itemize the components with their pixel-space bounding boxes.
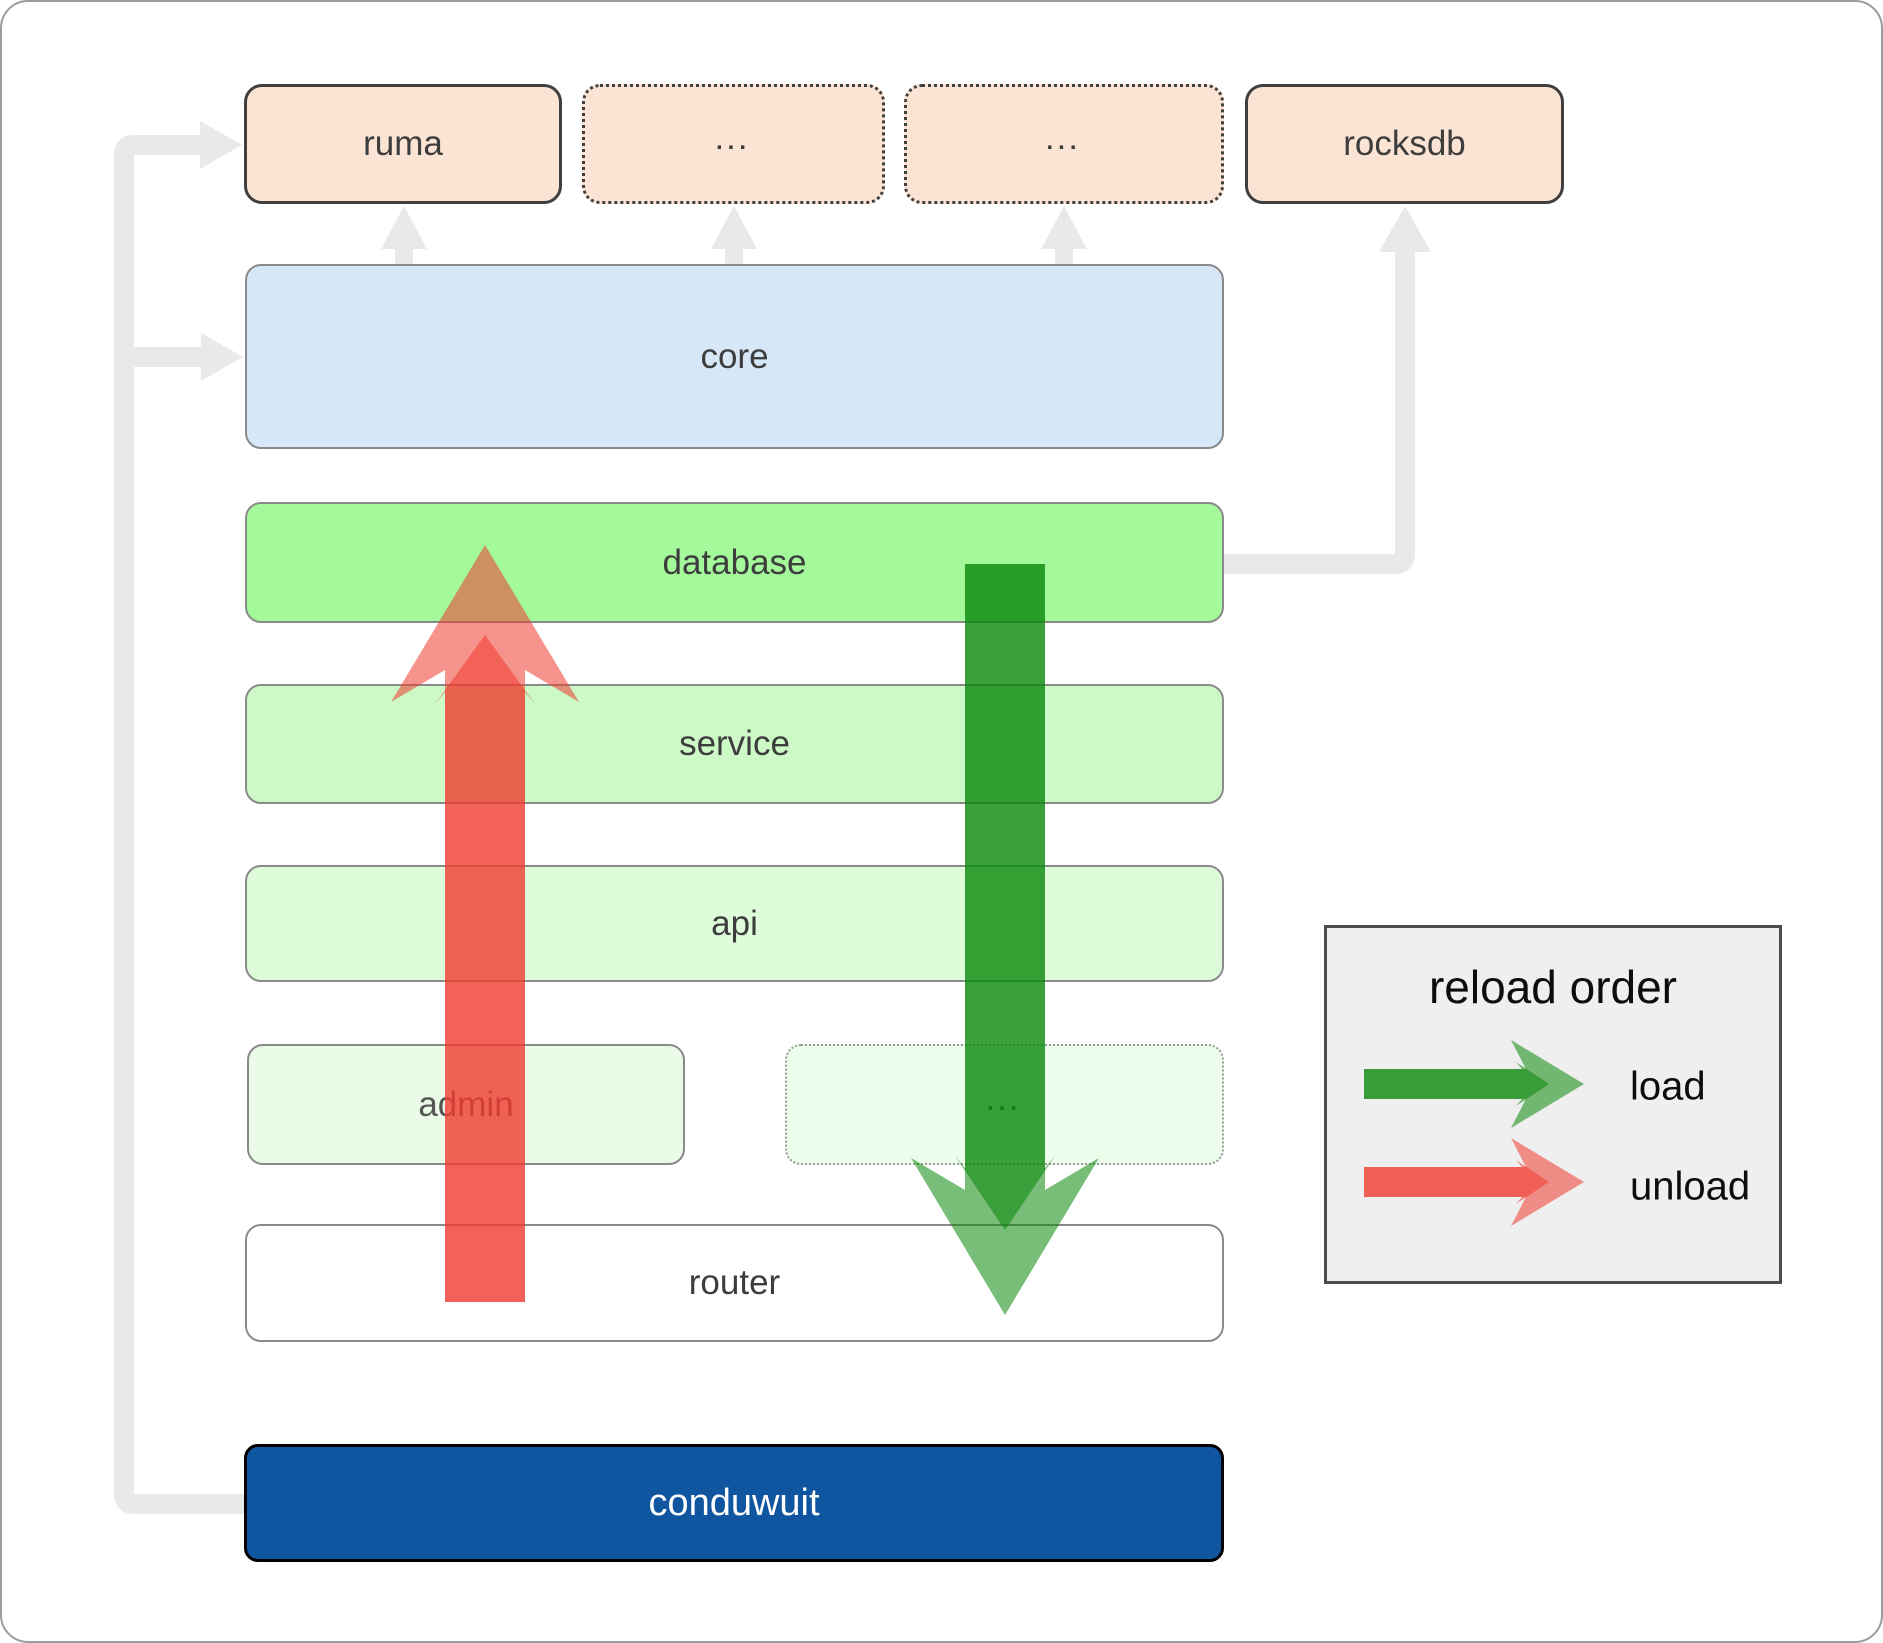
box-api: api — [245, 865, 1224, 982]
legend-load-label: load — [1630, 1064, 1706, 1109]
ellipsis-label: ... — [715, 128, 751, 155]
up-arrowhead-icon — [711, 206, 757, 249]
up-arrowhead-icon — [381, 206, 427, 249]
box-service: service — [245, 684, 1224, 804]
ellipsis-label: ... — [1046, 128, 1082, 155]
box-database: database — [245, 502, 1224, 623]
core-to-more1-arrow — [711, 206, 757, 265]
box-ruma-label: ruma — [363, 124, 443, 163]
box-rocksdb-label: rocksdb — [1343, 124, 1466, 163]
core-to-more2-arrow — [1041, 206, 1087, 265]
box-conduwuit: conduwuit — [244, 1444, 1224, 1562]
core-to-ruma-arrow — [381, 206, 427, 265]
database-to-rocksdb-line — [1224, 248, 1415, 574]
conduwuit-feedback-line — [114, 135, 244, 1514]
legend-title: reload order — [1428, 961, 1678, 1013]
box-more-crate-1: ... — [582, 84, 885, 204]
box-more-service: ... — [785, 1044, 1224, 1165]
arrowhead-into-ruma-icon — [200, 121, 242, 169]
ellipsis-label: ... — [986, 1088, 1022, 1116]
legend-reload-order: reload order load unload — [1324, 925, 1782, 1284]
box-more-crate-2: ... — [904, 84, 1224, 204]
legend-unload-label: unload — [1630, 1164, 1751, 1209]
box-router-label: router — [688, 1263, 781, 1302]
box-core: core — [245, 264, 1224, 449]
box-database-label: database — [662, 542, 807, 582]
box-conduwuit-label: conduwuit — [648, 1481, 820, 1524]
box-api-label: api — [711, 903, 758, 943]
box-service-label: service — [679, 724, 790, 763]
arrowhead-into-core-icon — [201, 333, 243, 381]
box-admin-label: admin — [418, 1084, 514, 1124]
up-arrowhead-icon — [1041, 206, 1087, 249]
box-router: router — [245, 1224, 1224, 1342]
box-rocksdb: rocksdb — [1245, 84, 1564, 204]
arrowhead-into-rocksdb-icon — [1379, 206, 1431, 252]
box-core-label: core — [700, 336, 769, 376]
box-admin: admin — [247, 1044, 685, 1165]
box-ruma: ruma — [244, 84, 562, 204]
